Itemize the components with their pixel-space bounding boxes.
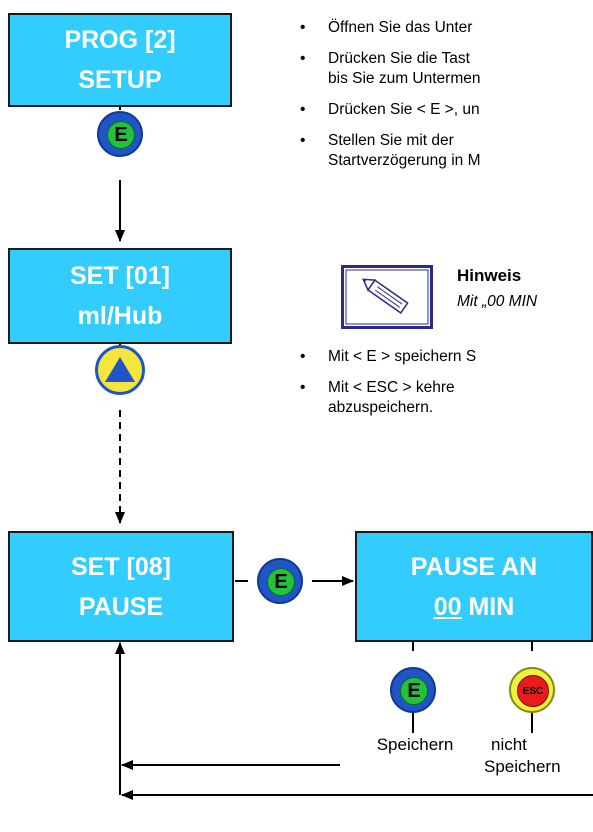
list-item-text: Drücken Sie die Tast	[328, 50, 470, 67]
box-pause-an: PAUSE AN 00 MIN	[355, 531, 593, 642]
box-prog-setup: PROG [2] SETUP	[8, 13, 232, 107]
box-pause-line2: 00 MIN	[434, 587, 515, 627]
list-item-text: Drücken Sie < E >, un	[328, 101, 480, 118]
list-item: Mit < E > speichern S	[300, 347, 476, 367]
list-item-text: abzuspeichern.	[328, 399, 434, 416]
note-pencil-icon	[341, 265, 433, 329]
list-item-text: Stellen Sie mit der	[328, 132, 454, 149]
box-prog-line2: SETUP	[78, 66, 162, 94]
caption-no-save-line1: nicht	[491, 735, 527, 754]
instruction-list: Öffnen Sie das Unter Drücken Sie die Tas…	[300, 18, 481, 182]
box-set08-line1: SET [08]	[70, 552, 172, 581]
esc-icon: ESC	[517, 675, 549, 707]
caption-no-save-line2: Speichern	[484, 757, 561, 776]
instruction-list-after: Mit < E > speichern S Mit < ESC > kehre a…	[300, 347, 476, 429]
list-item-text: Öffnen Sie das Unter	[328, 19, 473, 36]
pause-unit: MIN	[461, 592, 515, 621]
list-item: Öffnen Sie das Unter	[300, 18, 481, 38]
box-pause-line1: PAUSE AN	[410, 552, 538, 581]
list-item-text: bis Sie zum Untermen	[328, 70, 481, 87]
enter-icon: E	[400, 677, 428, 705]
enter-button-2[interactable]: E	[257, 558, 303, 604]
list-item-text: Mit < E > speichern S	[328, 348, 477, 365]
box-set08: SET [08] PAUSE	[8, 531, 234, 642]
note-text: Mit „00 MIN	[457, 293, 538, 310]
box-set01-line2: ml/Hub	[77, 302, 163, 330]
box-set01: SET [01] ml/Hub	[8, 248, 232, 344]
list-item-text: Mit < ESC > kehre	[328, 379, 455, 396]
enter-button-1[interactable]: E	[97, 111, 143, 157]
pause-value: 00	[433, 592, 462, 621]
triangle-up-icon	[105, 357, 135, 382]
list-item: Drücken Sie die Tast bis Sie zum Untermen	[300, 49, 481, 89]
caption-save: Speichern	[376, 735, 454, 754]
up-button[interactable]	[95, 345, 145, 395]
box-set08-line2: PAUSE	[78, 592, 164, 621]
enter-icon: E	[107, 121, 135, 149]
caption-no-save: nicht Speichern	[480, 734, 593, 778]
esc-button[interactable]: ESC	[509, 667, 555, 713]
list-item: Drücken Sie < E >, un	[300, 100, 481, 120]
enter-icon: E	[267, 568, 295, 596]
note-title: Hinweis	[457, 266, 522, 285]
box-set01-line1: SET [01]	[69, 262, 171, 290]
enter-save-button[interactable]: E	[390, 667, 436, 713]
list-item-text: Startverzögerung in M	[328, 152, 481, 169]
box-prog-line1: PROG [2]	[64, 26, 176, 54]
list-item: Mit < ESC > kehre abzuspeichern.	[300, 378, 476, 418]
